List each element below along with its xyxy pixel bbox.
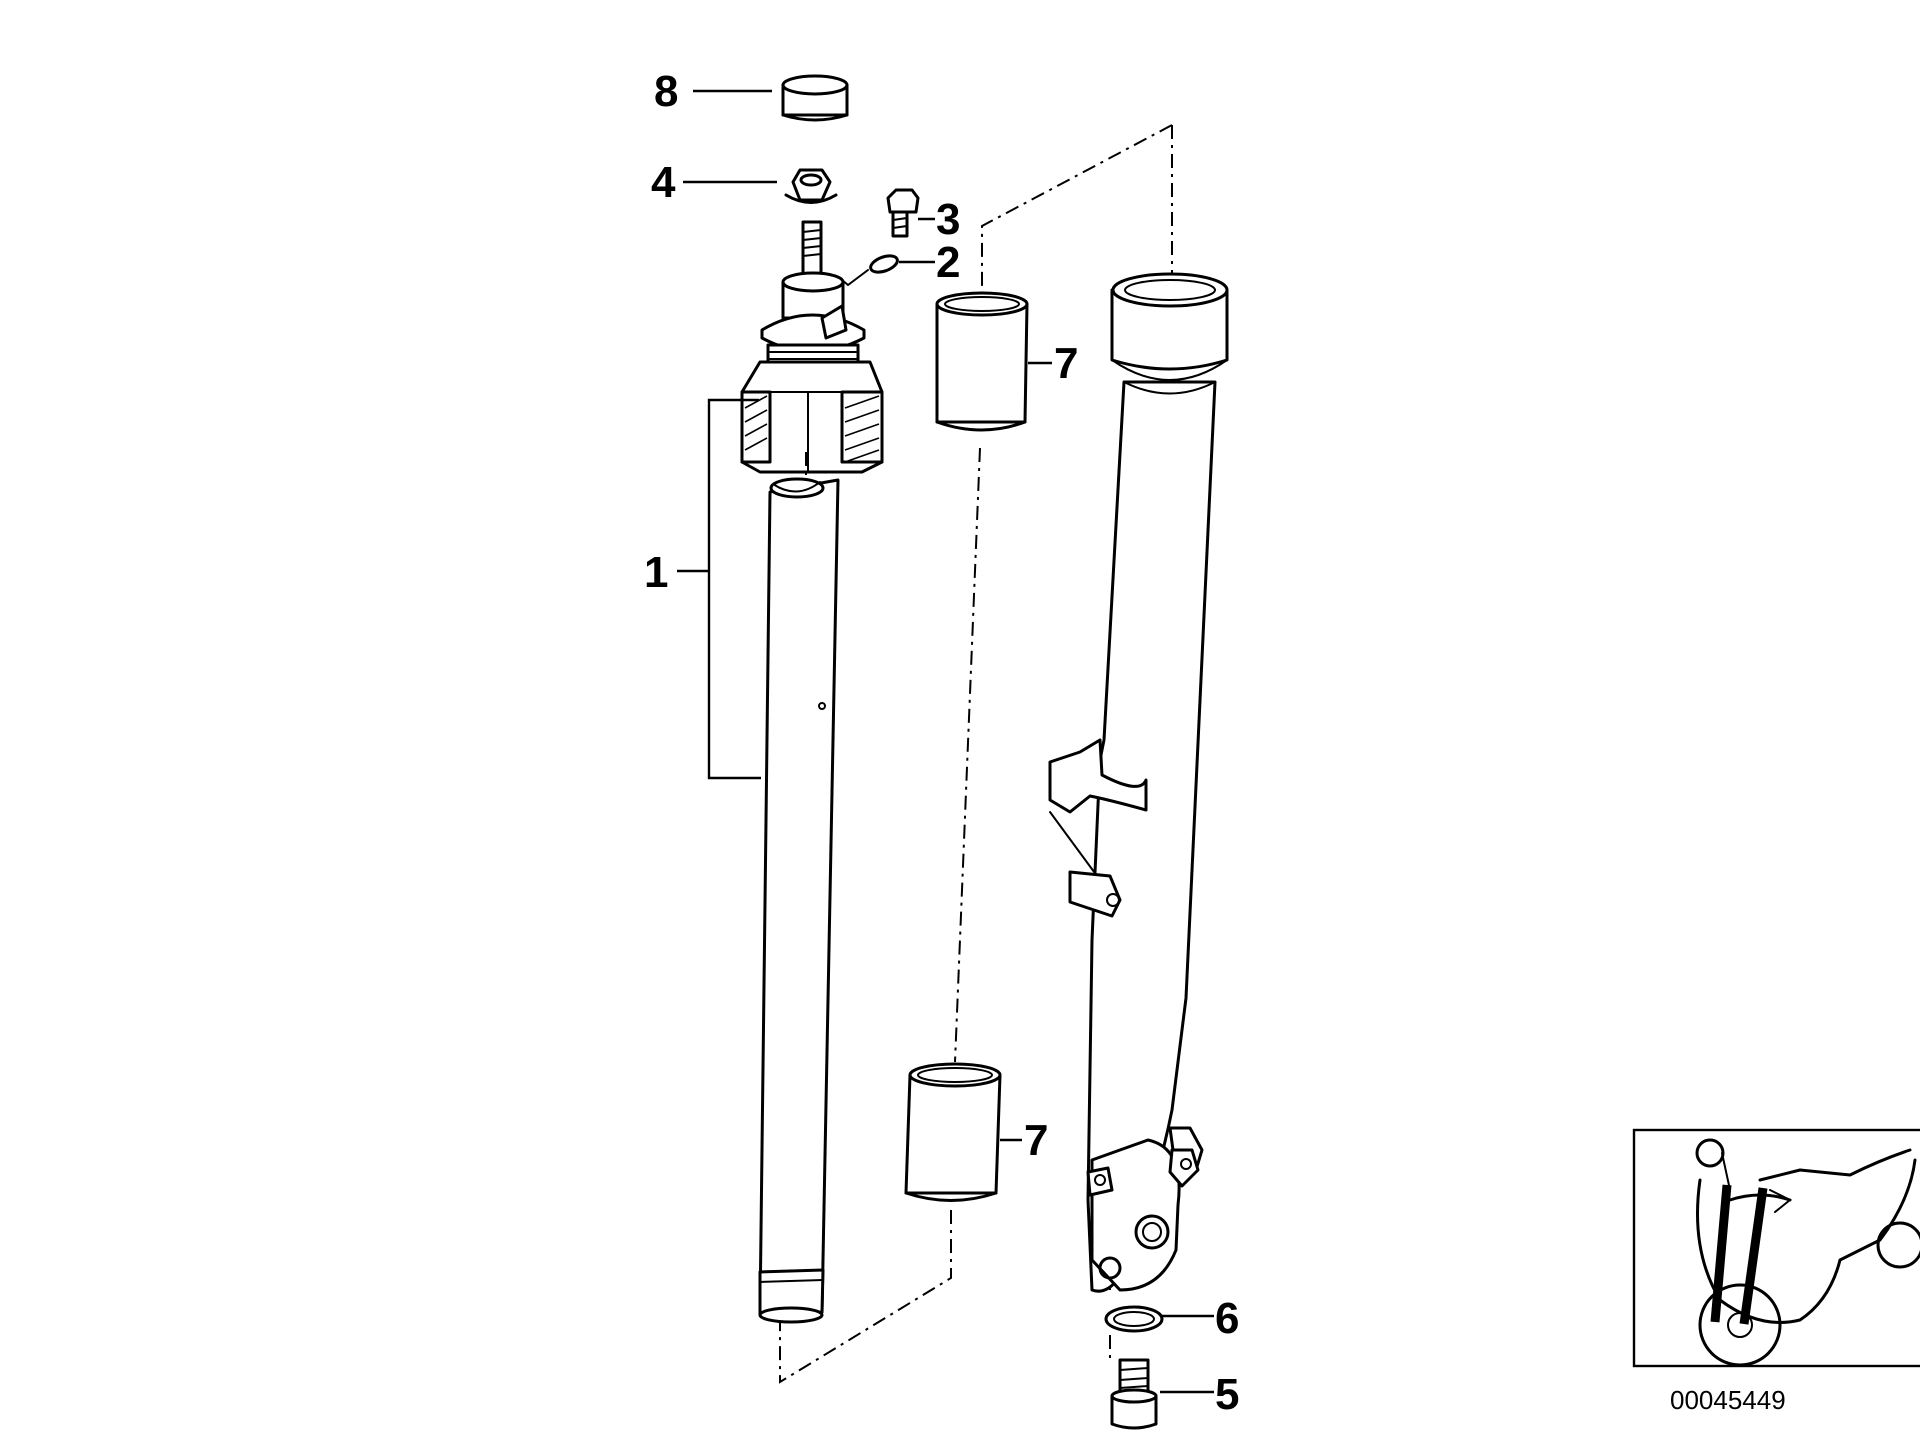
document-number: 00045449 <box>1670 1385 1786 1415</box>
fork-slider <box>1048 272 1229 1293</box>
part-2-o-ring <box>869 254 899 274</box>
part-label-2: 2 <box>936 238 960 287</box>
part-5-bolt <box>1110 1358 1158 1430</box>
part-label-1: 1 <box>644 548 668 597</box>
bracket-1 <box>707 398 761 780</box>
fork-head <box>740 220 884 474</box>
part-3-screw <box>886 188 920 238</box>
part-label-5: 5 <box>1215 1370 1239 1419</box>
part-7-lower-bushing <box>904 1062 1002 1202</box>
part-7-upper-bushing <box>935 291 1029 432</box>
part-label-7-upper: 7 <box>1054 339 1078 388</box>
part-label-3: 3 <box>936 195 960 244</box>
part-1-damper-tube <box>758 477 840 1324</box>
part-label-6: 6 <box>1215 1294 1239 1343</box>
motorcycle-locator-thumbnail <box>1632 1128 1920 1368</box>
part-4-nut <box>784 168 838 204</box>
part-label-4: 4 <box>651 158 676 207</box>
part-label-8: 8 <box>654 67 678 116</box>
part-8-cap <box>781 74 849 122</box>
part-6-o-ring <box>1104 1305 1164 1333</box>
part-label-7-lower: 7 <box>1024 1116 1048 1165</box>
